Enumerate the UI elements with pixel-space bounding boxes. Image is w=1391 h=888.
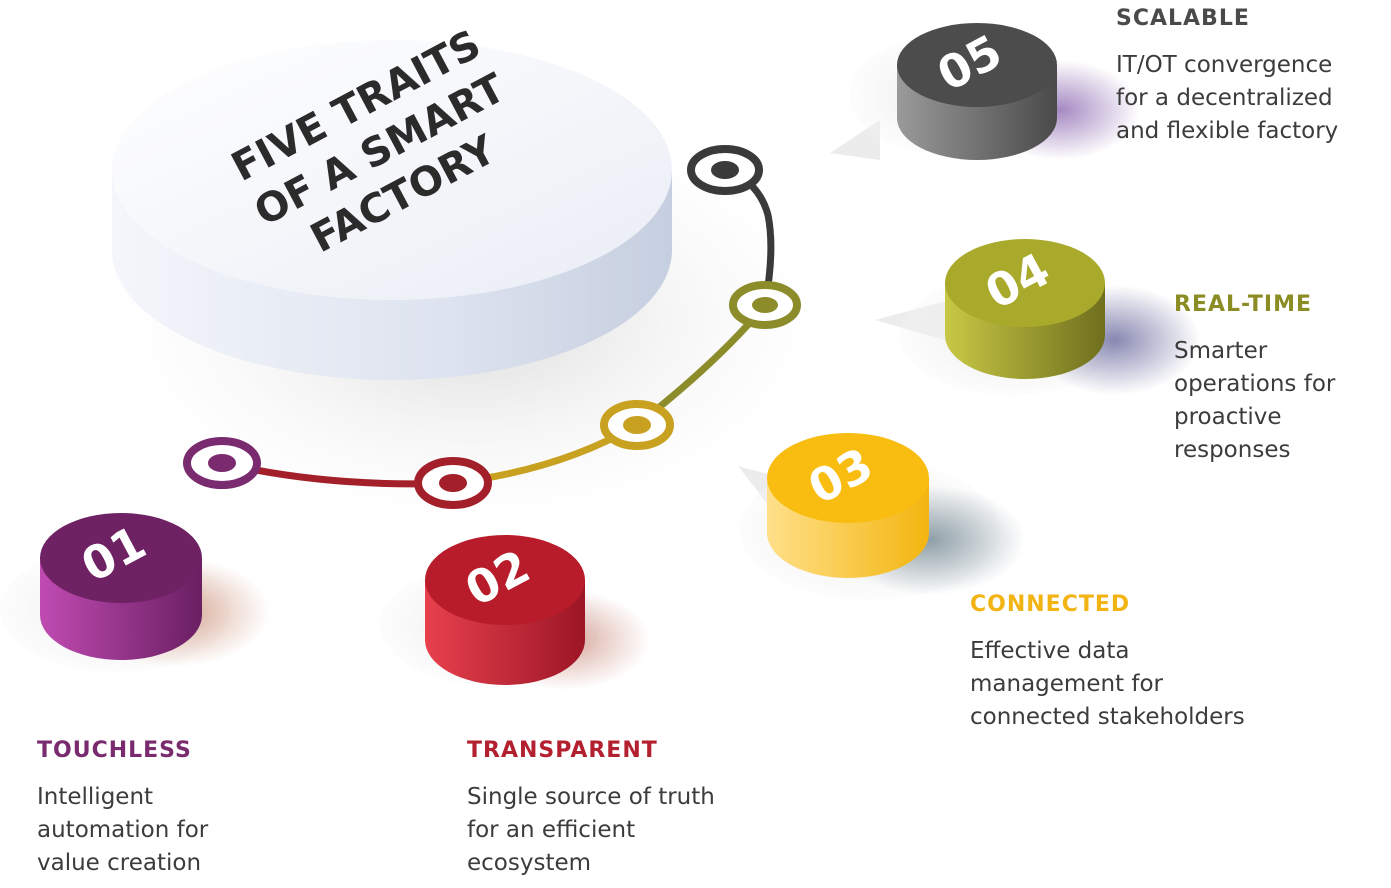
trait-05-label: SCALABLE IT/OT convergence for a decentr…: [1116, 6, 1338, 148]
trait-04-line-2: operations for: [1174, 371, 1336, 397]
trait-04-heading: REAL-TIME: [1174, 292, 1313, 317]
cylinder-02: 02: [425, 535, 585, 685]
cylinder-01: 01: [40, 513, 202, 660]
trait-02-line-2: for an efficient: [467, 817, 636, 843]
path-node-4: [729, 281, 801, 329]
trait-03-label: CONNECTED Effective data management for …: [970, 592, 1245, 734]
trait-05-description: IT/OT convergence for a decentralized an…: [1116, 49, 1338, 148]
path-node-3: [600, 400, 674, 450]
trait-01-line-3: value creation: [37, 850, 202, 876]
cylinder-04: 04: [945, 239, 1105, 379]
path-node-1: [183, 437, 261, 489]
trait-04-line-1: Smarter: [1174, 338, 1268, 364]
cylinder-05: 05: [897, 23, 1057, 160]
center-disk: FIVE TRAITS OF A SMART FACTORY: [112, 21, 672, 380]
trait-04-label: REAL-TIME Smarter operations for proacti…: [1174, 292, 1335, 467]
trait-03-line-1: Effective data: [970, 638, 1130, 664]
trait-04-description: Smarter operations for proactive respons…: [1174, 335, 1335, 467]
trait-04-line-3: proactive: [1174, 404, 1282, 430]
trait-05-line-2: for a decentralized: [1116, 85, 1333, 111]
trait-02-description: Single source of truth for an efficient …: [467, 781, 715, 880]
trait-03-line-2: management for: [970, 671, 1164, 697]
trait-05-heading: SCALABLE: [1116, 6, 1250, 31]
trait-01-line-1: Intelligent: [37, 784, 154, 810]
trait-02-line-1: Single source of truth: [467, 784, 715, 810]
path-node-2: [414, 457, 492, 509]
trait-01-description: Intelligent automation for value creatio…: [37, 781, 208, 880]
trait-01-label: TOUCHLESS Intelligent automation for val…: [37, 738, 208, 880]
trait-05-line-3: and flexible factory: [1116, 118, 1339, 144]
trait-03-description: Effective data management for connected …: [970, 635, 1245, 734]
trait-03-heading: CONNECTED: [970, 592, 1131, 617]
trait-01-heading: TOUCHLESS: [37, 738, 192, 763]
trait-03-line-3: connected stakeholders: [970, 704, 1245, 730]
trait-02-line-3: ecosystem: [467, 850, 592, 876]
trait-02-heading: TRANSPARENT: [467, 738, 658, 763]
trait-05-line-1: IT/OT convergence: [1116, 52, 1333, 78]
trait-01-line-2: automation for: [37, 817, 209, 843]
path-node-5: [687, 145, 763, 195]
trait-04-line-4: responses: [1174, 437, 1291, 463]
cylinder-03: 03: [767, 433, 929, 578]
trait-02-label: TRANSPARENT Single source of truth for a…: [467, 738, 715, 880]
